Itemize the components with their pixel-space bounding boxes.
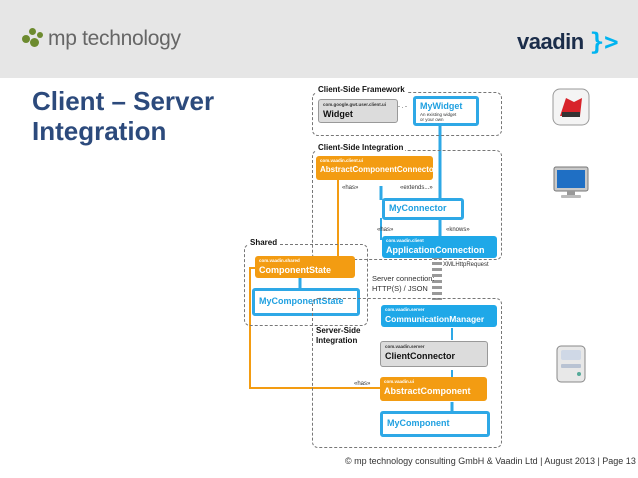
- partner-name: vaadin: [517, 29, 584, 54]
- vaadin-logo: vaadin }>: [517, 28, 619, 56]
- myconnector-box: MyConnector: [382, 198, 464, 220]
- vaadin-mark-icon: }>: [589, 28, 619, 56]
- extends-label: «extends...»: [400, 185, 433, 191]
- abstract-connector-name: AbstractComponentConnector: [320, 165, 437, 174]
- mycomponent-state-name: MyComponentState: [259, 296, 344, 306]
- footer-text: © mp technology consulting GmbH & Vaadin…: [345, 456, 636, 466]
- server-integration-label-1: Server-Side: [316, 326, 361, 335]
- server-connection-label-1: Server connection:: [372, 274, 435, 283]
- mycomponent-box: MyComponent: [380, 411, 490, 437]
- comm-manager-name: CommunicationManager: [385, 314, 485, 324]
- client-connector-package: com.vaadin.server: [385, 344, 425, 349]
- client-framework-label: Client-Side Framework: [316, 85, 407, 94]
- dots-label: - . -: [398, 104, 407, 110]
- comm-manager-package: com.vaadin.server: [385, 307, 425, 312]
- monitor-icon: [552, 164, 590, 202]
- myconnector-name: MyConnector: [389, 203, 447, 213]
- mp-dots-icon: [22, 28, 44, 50]
- abstract-connector-box: com.vaadin.client.ui AbstractComponentCo…: [316, 156, 437, 180]
- app-connection-box: com.vaadin.client ApplicationConnection: [382, 236, 497, 258]
- client-framework-area: [312, 92, 502, 136]
- widget-package: com.google.gwt.user.client.ui: [323, 102, 387, 107]
- shared-label: Shared: [248, 238, 280, 247]
- slide-title: Client – Server Integration: [32, 86, 272, 146]
- mywidget-note-2: or your own: [420, 117, 444, 122]
- mp-technology-logo: mp technology: [22, 27, 181, 51]
- abstract-component-package: com.vaadin.ui: [384, 379, 415, 384]
- server-integration-area: [312, 298, 502, 448]
- server-icon: [552, 344, 590, 383]
- client-connector-name: ClientConnector: [385, 351, 456, 361]
- company-name: mp technology: [48, 27, 181, 50]
- has-label-1: «has»: [342, 185, 359, 191]
- mywidget-note-1: An existing widget: [420, 112, 457, 117]
- red-app-icon: [552, 88, 590, 126]
- knows-label: «knows»: [446, 227, 470, 233]
- abstract-connector-package: com.vaadin.client.ui: [320, 158, 364, 163]
- has-label-2: «has»: [377, 227, 394, 233]
- comm-manager-box: com.vaadin.server CommunicationManager: [381, 305, 497, 327]
- title-line-1: Client – Server: [32, 86, 215, 116]
- mywidget-name: MyWidget: [420, 101, 463, 111]
- client-integration-label: Client-Side Integration: [316, 143, 406, 152]
- xmlhttp-label: XMLHttpRequest: [443, 262, 489, 268]
- widget-name: Widget: [323, 109, 353, 119]
- abstract-component-box: com.vaadin.ui AbstractComponent: [380, 377, 487, 401]
- mycomponent-state-box: MyComponentState: [252, 288, 360, 316]
- component-state-box: com.vaadin.shared ComponentState: [255, 256, 355, 278]
- client-integration-area: [312, 150, 502, 260]
- app-connection-name: ApplicationConnection: [386, 245, 485, 255]
- shared-area: [244, 244, 368, 326]
- server-integration-label-2: Integration: [316, 336, 358, 345]
- widget-box: com.google.gwt.user.client.ui Widget: [318, 99, 398, 123]
- mywidget-box: MyWidget An existing widget or your own: [413, 96, 479, 126]
- component-state-package: com.vaadin.shared: [259, 258, 300, 263]
- mycomponent-name: MyComponent: [387, 418, 450, 428]
- has-label-3: «has»: [354, 381, 371, 387]
- title-line-2: Integration: [32, 116, 167, 146]
- app-connection-package: com.vaadin.client: [386, 238, 424, 243]
- component-state-name: ComponentState: [259, 265, 331, 275]
- abstract-component-name: AbstractComponent: [384, 386, 471, 396]
- server-connection-label-2: HTTP(S) / JSON: [372, 284, 428, 293]
- component-has-state-line: [249, 267, 380, 389]
- client-connector-box: com.vaadin.server ClientConnector: [380, 341, 488, 367]
- header-bar: mp technology vaadin }>: [0, 0, 638, 78]
